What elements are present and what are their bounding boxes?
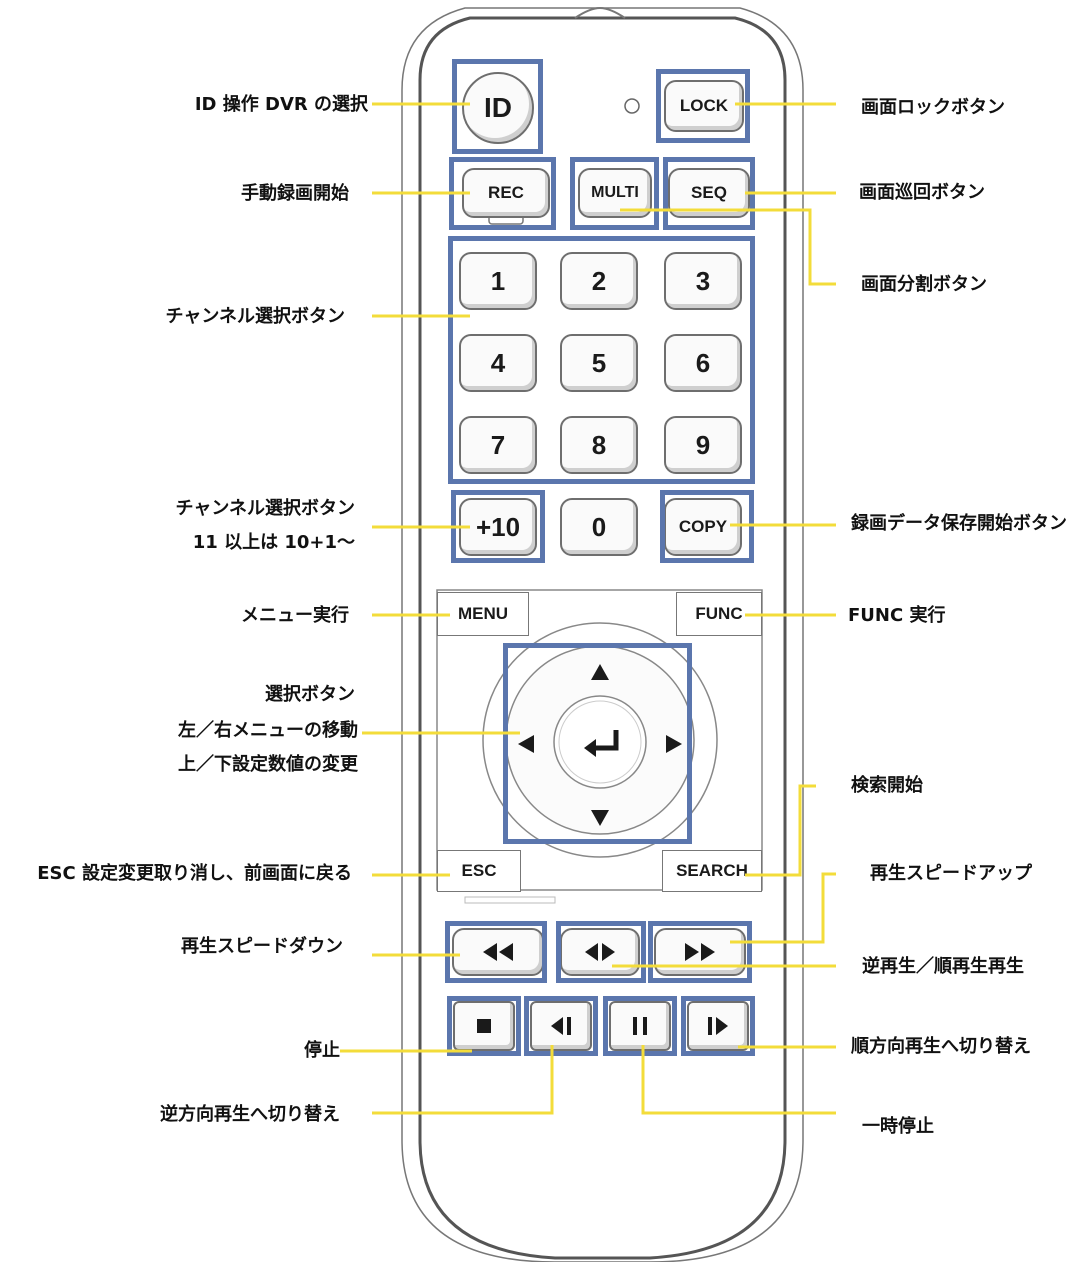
digit-5-button[interactable]: 5 xyxy=(560,334,638,392)
lock-button[interactable]: LOCK xyxy=(664,80,744,132)
label-channel10-1: チャンネル選択ボタン xyxy=(175,498,355,519)
digit-4-button[interactable]: 4 xyxy=(459,334,537,392)
label-reverse-switch: 逆方向再生へ切り替え xyxy=(160,1104,340,1125)
label-forward-switch: 順方向再生へ切り替え xyxy=(851,1036,1031,1057)
pause-icon xyxy=(633,1017,647,1035)
plus10-button[interactable]: +10 xyxy=(459,498,537,556)
play-both-icon xyxy=(585,943,615,961)
search-button[interactable]: SEARCH xyxy=(662,850,762,892)
fast-forward-button[interactable] xyxy=(654,928,746,976)
esc-button[interactable]: ESC xyxy=(437,850,521,892)
label-id-select: ID 操作 DVR の選択 xyxy=(194,94,368,115)
right-arrow-icon xyxy=(666,735,682,753)
digit-1-button[interactable]: 1 xyxy=(459,252,537,310)
enter-icon xyxy=(584,730,619,757)
nav-ring-outer xyxy=(482,622,718,858)
digit-8-button[interactable]: 8 xyxy=(560,416,638,474)
label-channel10-2: 11 以上は 10+1～ xyxy=(192,532,355,553)
copy-button[interactable]: COPY xyxy=(664,498,742,556)
nav-enter-button xyxy=(553,695,647,789)
digit-7-button[interactable]: 7 xyxy=(459,416,537,474)
id-button[interactable]: ID xyxy=(462,72,534,144)
down-arrow-icon xyxy=(591,810,609,826)
label-select-1: 選択ボタン xyxy=(265,684,355,705)
stop-button[interactable] xyxy=(453,1001,515,1051)
label-speed-down: 再生スピードダウン xyxy=(181,936,343,957)
stop-icon xyxy=(477,1019,491,1033)
step-forward-button[interactable] xyxy=(687,1001,749,1051)
multi-button[interactable]: MULTI xyxy=(578,168,652,218)
label-reverse-forward: 逆再生／順再生再生 xyxy=(862,956,1024,977)
label-select-3: 上／下設定数値の変更 xyxy=(178,754,358,775)
led-indicator xyxy=(624,98,640,114)
left-arrow-icon xyxy=(518,735,534,753)
digit-0-button[interactable]: 0 xyxy=(560,498,638,556)
label-rec: 手動録画開始 xyxy=(241,183,349,204)
pause-button[interactable] xyxy=(609,1001,671,1051)
digit-9-button[interactable]: 9 xyxy=(664,416,742,474)
label-copy: 録画データ保存開始ボタン xyxy=(851,513,1067,534)
step-forward-icon xyxy=(708,1017,728,1035)
label-lock: 画面ロックボタン xyxy=(861,97,1005,118)
step-back-button[interactable] xyxy=(530,1001,592,1051)
func-button[interactable]: FUNC xyxy=(676,592,762,636)
digit-3-button[interactable]: 3 xyxy=(664,252,742,310)
label-search: 検索開始 xyxy=(851,775,923,796)
label-seq: 画面巡回ボタン xyxy=(859,182,985,203)
label-multi: 画面分割ボタン xyxy=(861,274,987,295)
digit-6-button[interactable]: 6 xyxy=(664,334,742,392)
label-esc: ESC 設定変更取り消し、前画面に戻る xyxy=(37,863,352,884)
label-channel: チャンネル選択ボタン xyxy=(165,306,345,327)
digit-2-button[interactable]: 2 xyxy=(560,252,638,310)
rewind-icon xyxy=(483,943,513,961)
label-speed-up: 再生スピードアップ xyxy=(870,863,1032,884)
label-func: FUNC 実行 xyxy=(848,605,946,626)
label-stop: 停止 xyxy=(304,1040,340,1061)
up-arrow-icon xyxy=(591,664,609,680)
label-select-2: 左／右メニューの移動 xyxy=(178,720,358,741)
label-menu: メニュー実行 xyxy=(241,605,349,626)
reverse-forward-button[interactable] xyxy=(560,928,640,976)
label-pause: 一時停止 xyxy=(862,1116,934,1137)
step-back-icon xyxy=(551,1017,571,1035)
fast-forward-icon xyxy=(685,943,715,961)
